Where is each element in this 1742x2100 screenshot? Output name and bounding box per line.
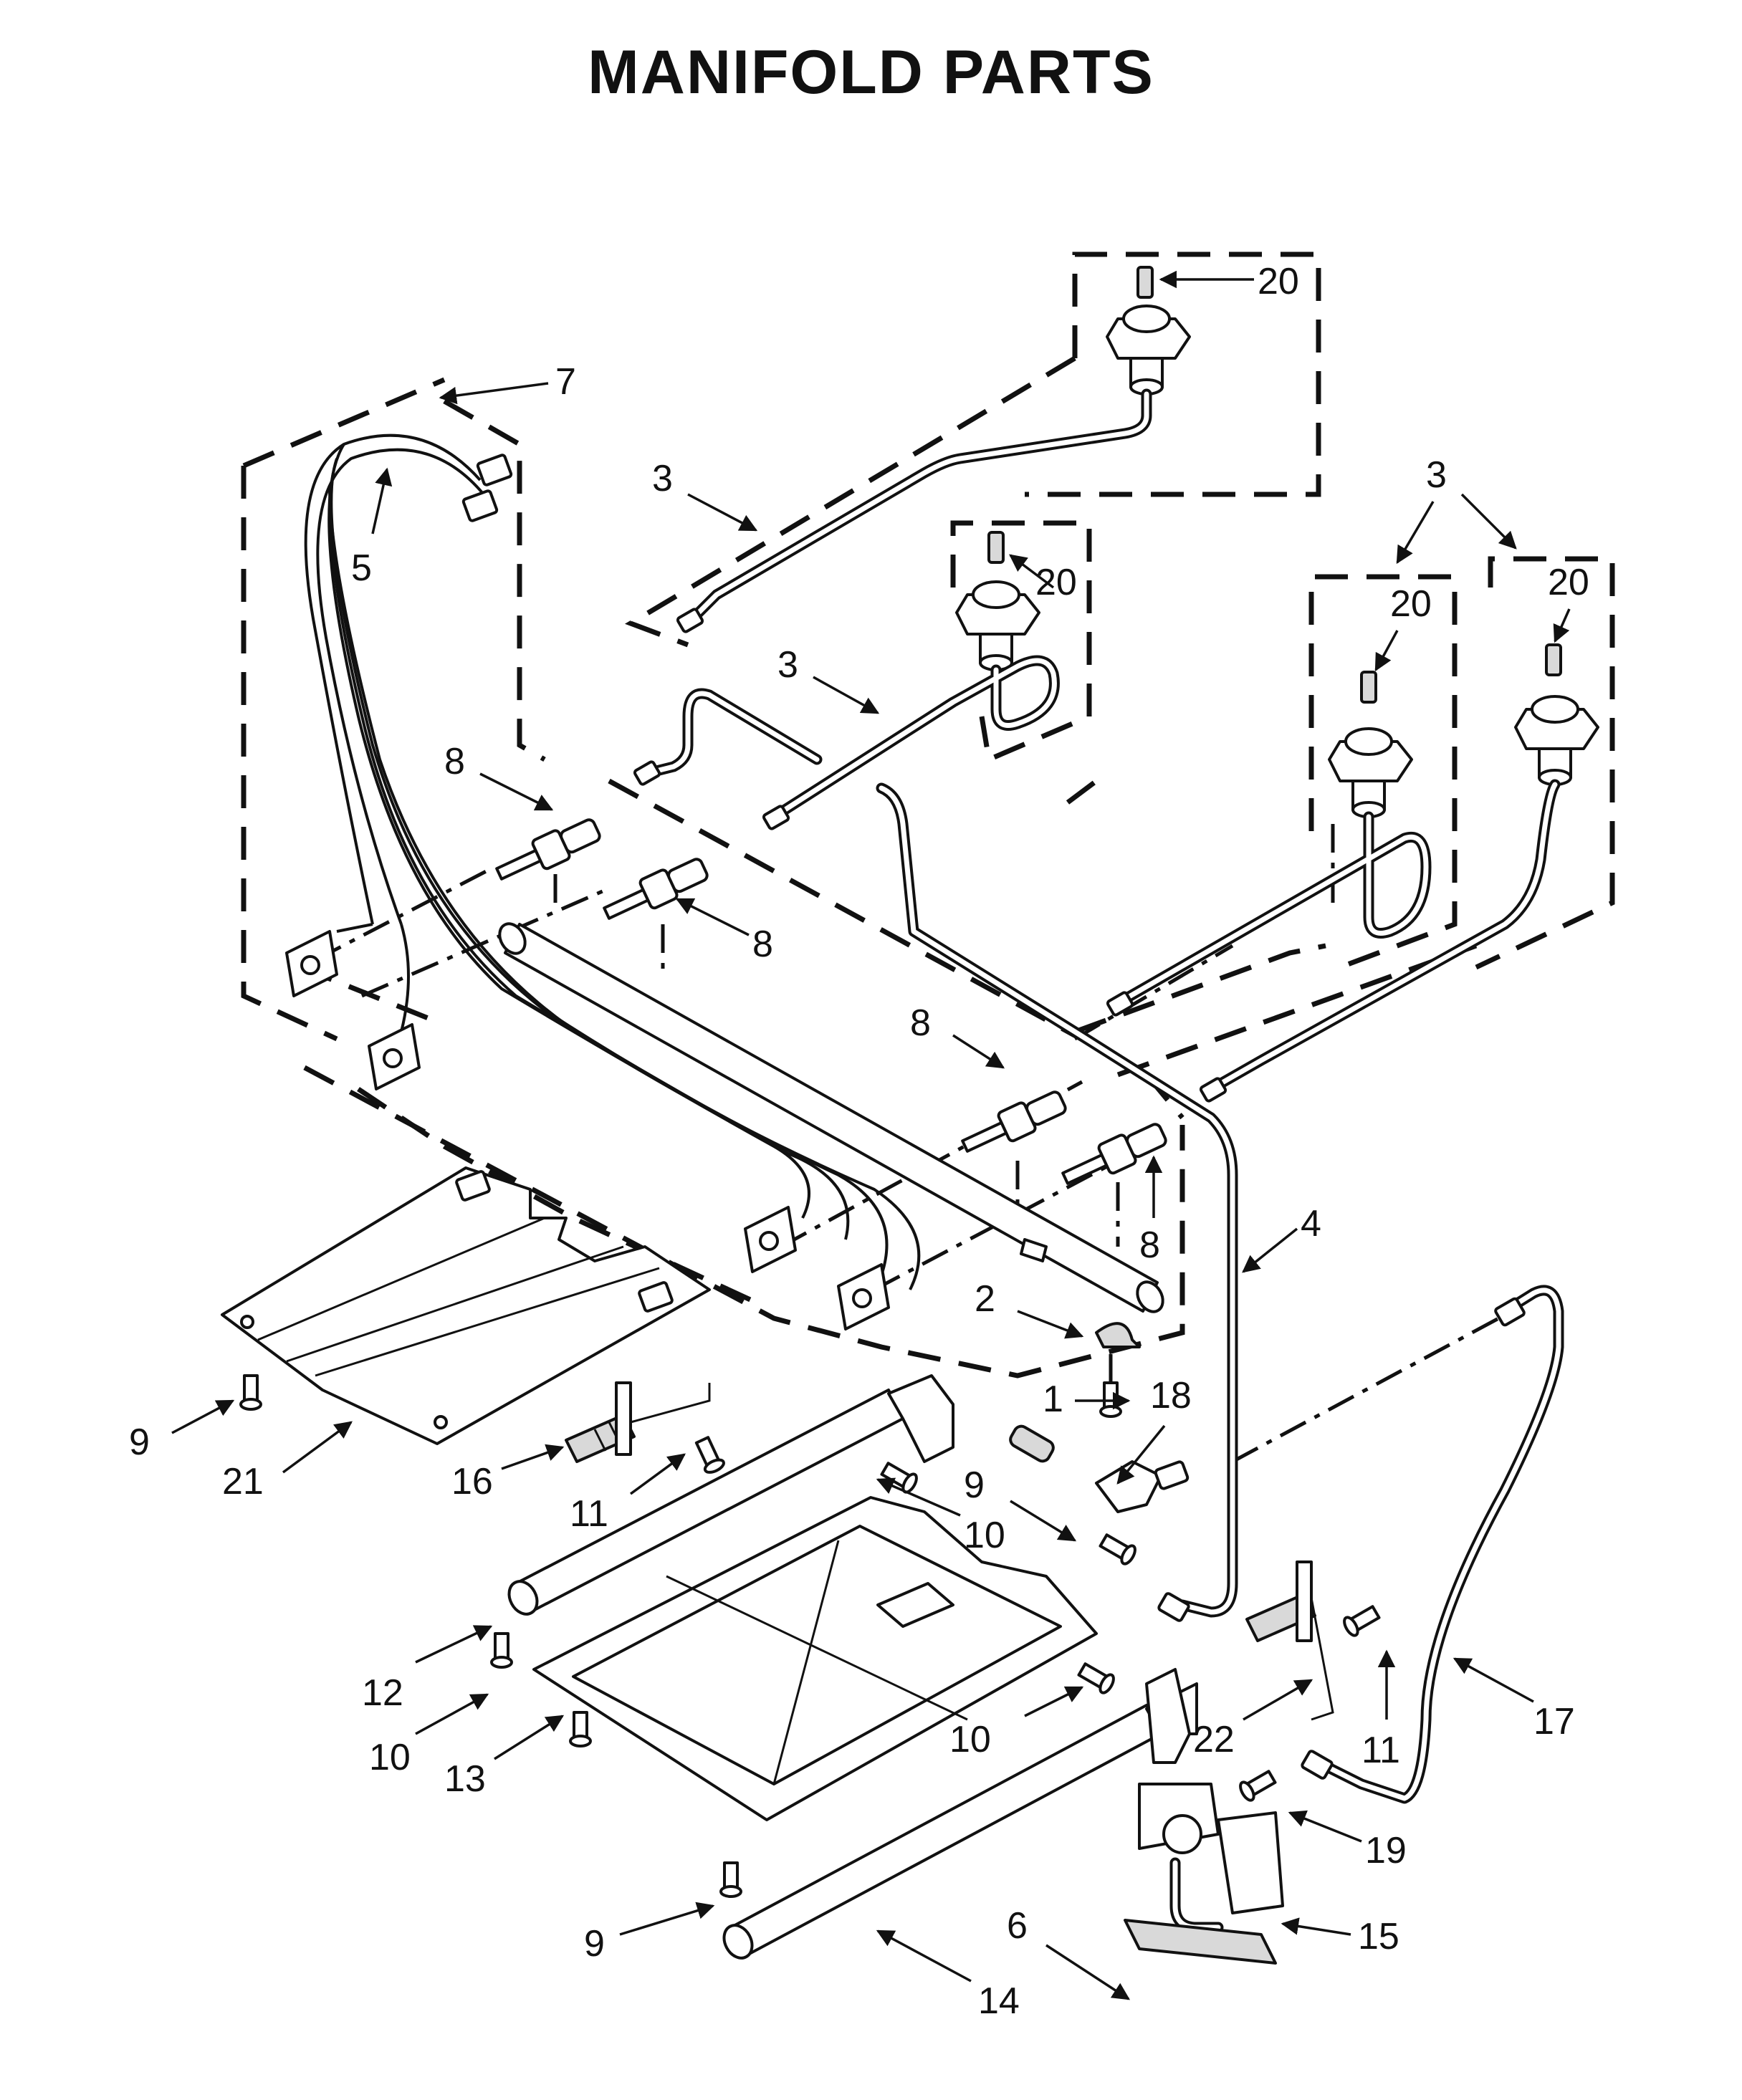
callout-10: 10 bbox=[964, 1515, 1005, 1556]
burner-base-right-2[interactable] bbox=[1514, 643, 1599, 786]
callout-20: 20 bbox=[1390, 583, 1432, 625]
callout-14: 14 bbox=[978, 1980, 1020, 2022]
callout-8: 8 bbox=[444, 741, 465, 782]
callout-leaders bbox=[171, 270, 1571, 2000]
callout-16: 16 bbox=[451, 1461, 493, 1502]
callout-18: 18 bbox=[1150, 1375, 1192, 1416]
callout-9: 9 bbox=[129, 1421, 150, 1463]
callout-4: 4 bbox=[1301, 1203, 1321, 1245]
main-supply-tube[interactable] bbox=[876, 782, 1238, 1618]
callout-3: 3 bbox=[1426, 454, 1447, 496]
callout-11: 11 bbox=[570, 1493, 608, 1535]
valve-orifice-connector[interactable] bbox=[1008, 1424, 1190, 1513]
callout-1: 1 bbox=[1043, 1379, 1063, 1420]
callout-13: 13 bbox=[444, 1758, 486, 1800]
heat-shield[interactable] bbox=[221, 1166, 711, 1445]
callout-19: 19 bbox=[1365, 1830, 1407, 1871]
callout-20: 20 bbox=[1035, 562, 1077, 603]
callout-10: 10 bbox=[949, 1719, 991, 1760]
callout-11: 11 bbox=[1361, 1730, 1400, 1771]
callout-9: 9 bbox=[584, 1923, 605, 1965]
gas-tubes[interactable] bbox=[639, 388, 1561, 1095]
callout-15: 15 bbox=[1358, 1916, 1399, 1957]
callout-9: 9 bbox=[964, 1464, 985, 1506]
callout-10: 10 bbox=[369, 1737, 411, 1778]
igniter-left[interactable] bbox=[565, 1381, 711, 1463]
callout-6: 6 bbox=[1007, 1905, 1028, 1947]
callout-3: 3 bbox=[777, 644, 798, 686]
callout-22: 22 bbox=[1193, 1719, 1235, 1760]
callout-8: 8 bbox=[752, 924, 773, 965]
manifold-pipe[interactable] bbox=[494, 919, 1168, 1316]
screws bbox=[239, 1374, 1381, 1898]
tube-fittings bbox=[633, 608, 1526, 1780]
callout-20: 20 bbox=[1548, 562, 1589, 603]
valves[interactable] bbox=[492, 814, 1169, 1192]
callout-12: 12 bbox=[362, 1672, 403, 1714]
burner-base-second[interactable] bbox=[955, 531, 1040, 671]
callout-3: 3 bbox=[652, 458, 673, 499]
callout-20: 20 bbox=[1258, 261, 1299, 302]
callout-21: 21 bbox=[222, 1461, 264, 1502]
supply-tube-right[interactable] bbox=[1313, 1285, 1564, 1804]
manifold-bracket[interactable] bbox=[1020, 1238, 1141, 1348]
callout-8: 8 bbox=[1139, 1224, 1160, 1266]
page-title: MANIFOLD PARTS bbox=[588, 38, 1154, 107]
burner-base-right-1[interactable] bbox=[1328, 671, 1413, 818]
callout-17: 17 bbox=[1533, 1701, 1575, 1742]
callout-labels: 20 7 3 5 20 3 3 20 20 8 8 8 8 4 2 1 18 9… bbox=[129, 261, 1589, 2022]
callout-7: 7 bbox=[555, 361, 576, 403]
callout-5: 5 bbox=[351, 547, 372, 589]
wire-harness[interactable] bbox=[304, 433, 921, 1290]
callout-2: 2 bbox=[975, 1278, 995, 1320]
gas-valve-regulator[interactable] bbox=[1124, 1668, 1284, 1965]
harness-connectors bbox=[461, 454, 513, 522]
callout-8: 8 bbox=[910, 1002, 931, 1044]
burner-base-top-right[interactable] bbox=[1106, 266, 1191, 395]
broil-burner-tube[interactable] bbox=[504, 1374, 954, 1619]
igniter-terminals[interactable] bbox=[285, 930, 890, 1331]
broil-burner-plate[interactable] bbox=[532, 1496, 1098, 1821]
igniter-right[interactable] bbox=[1245, 1560, 1334, 1721]
